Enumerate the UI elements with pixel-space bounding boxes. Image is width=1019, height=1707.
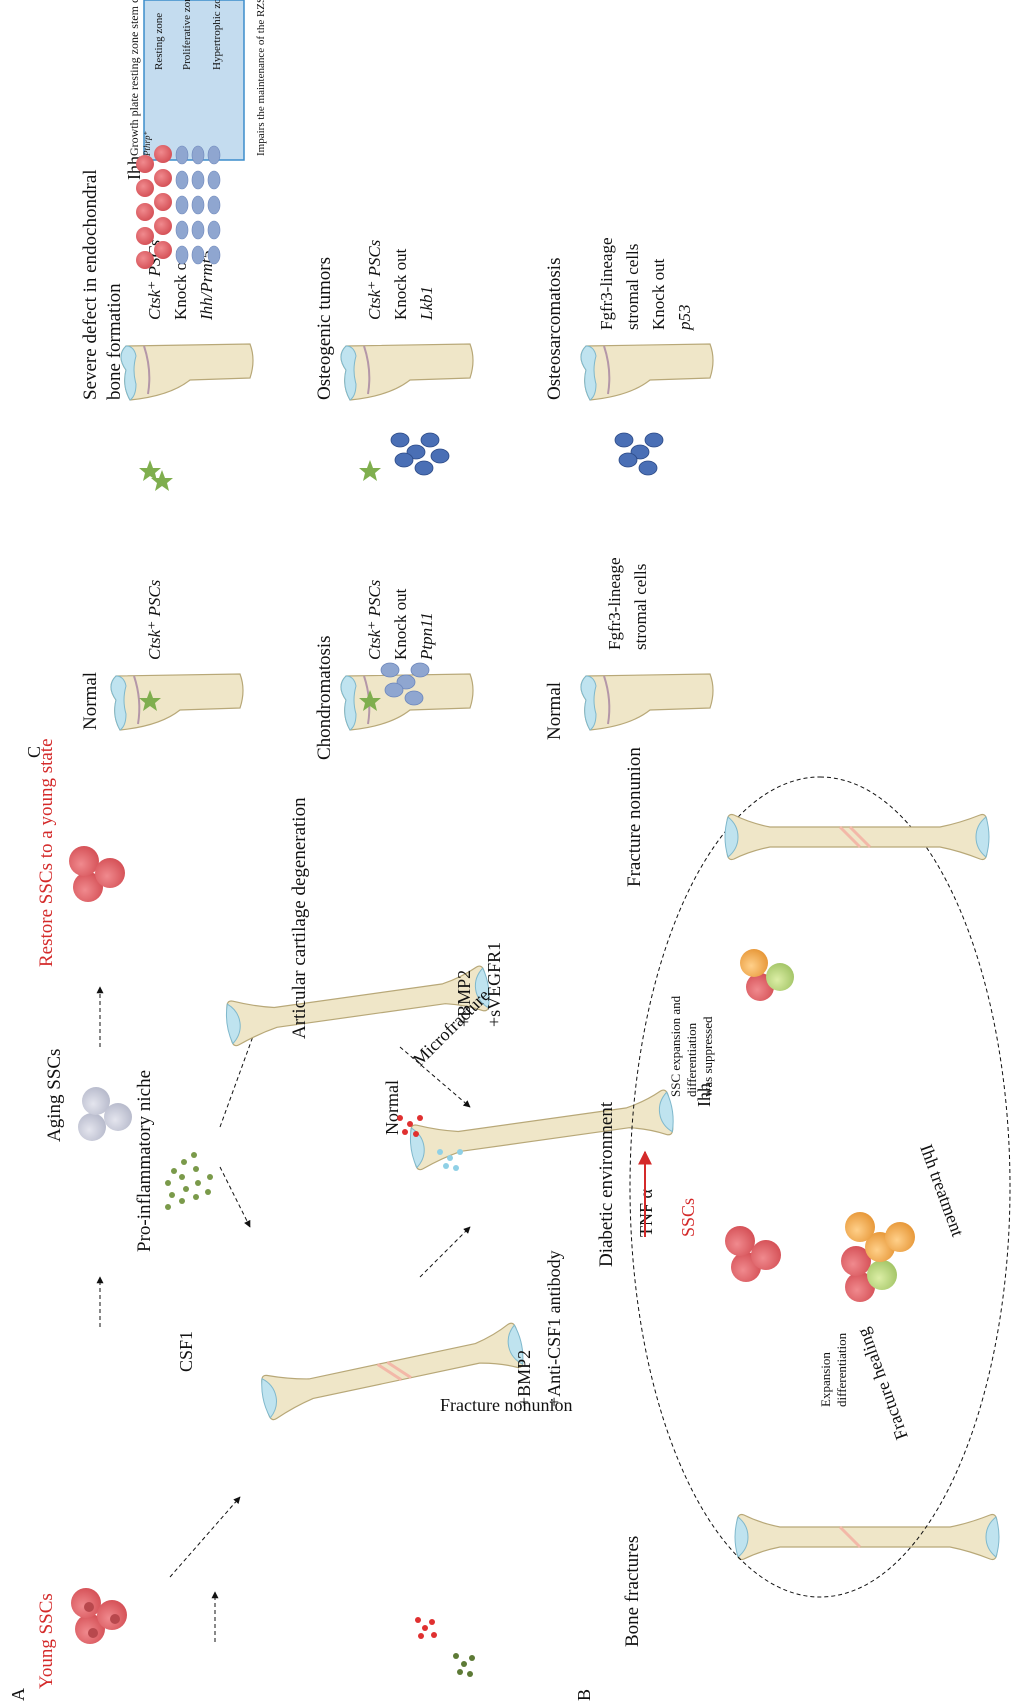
restore-label: Restore SSCs to a young state (36, 738, 57, 967)
anti-csf1-label: +Anti-CSF1 antibody (544, 1250, 564, 1407)
bone-fractures-label: Bone fractures (622, 1536, 643, 1647)
pro-inflammatory-label: Pro-inflammatory niche (134, 1070, 155, 1252)
severe-label-2: bone formation (104, 283, 125, 400)
p53-label: p53 (675, 305, 694, 332)
fracture-healing-label: Fracture healing (853, 1325, 912, 1442)
osteogenic-bone (341, 344, 473, 400)
bmp2-label-right: +BMP2 (454, 970, 474, 1027)
fracture-nonunion-label-b: Fracture nonunion (624, 747, 645, 887)
fracture-bone-right (725, 814, 989, 859)
arrow-nonunion-to-normal (420, 1227, 470, 1277)
normal-label-a: Normal (382, 1080, 402, 1135)
hypertrophic-zone-label: Hypertrophic zone (211, 0, 223, 70)
aging-ssc-cluster (78, 1087, 132, 1141)
ctsk-label-c1: Ctsk⁺ PSCs (145, 579, 164, 660)
rzsc-blue-cells (176, 146, 220, 264)
knockout-label-c6: Knock out (649, 258, 668, 330)
osteosarcoma-bone (581, 344, 713, 400)
ctsk-label-c4: Ctsk⁺ PSCs (365, 239, 384, 320)
suppressed-text-2: differentiation (684, 1022, 699, 1097)
pthrp-label: Pthrp⁺ (142, 130, 152, 157)
normal-label-c1: Normal (80, 672, 101, 730)
anti-csf1-green-dots (453, 1653, 475, 1677)
normal-label-c3: Normal (544, 682, 565, 740)
diabetic-label: Diabetic environment (596, 1101, 617, 1267)
panel-b-label: B (574, 1689, 594, 1701)
svegfr1-label: +sVEGFR1 (484, 942, 504, 1027)
expansion-text-1: Expansion (818, 1352, 833, 1407)
csf1-label: CSF1 (176, 1331, 196, 1372)
ptpn11-label: Ptpn11 (417, 612, 436, 661)
arrow-young-to-nonunion (170, 1497, 240, 1577)
fgfr3-label-c6-2: stromal cells (623, 244, 642, 330)
fgfr3-label-c5-2: stromal cells (631, 564, 650, 650)
proliferative-zone-label: Proliferative zone (181, 0, 193, 70)
osteogenic-label: Osteogenic tumors (314, 257, 335, 400)
ihh-treatment-label: Ihh treatment (916, 1142, 968, 1239)
young-sscs-label: Young SSCs (36, 1593, 57, 1689)
osteosarcomatosis-label: Osteosarcomatosis (544, 258, 565, 400)
impairs-label: Impairs the maintenance of the RZSCs (255, 0, 267, 156)
panel-b: B Bone fractures Diabetic environment TN… (574, 747, 1010, 1701)
lkb1-label: Lkb1 (417, 286, 436, 321)
sscs-cluster-b (725, 1226, 781, 1282)
normal-bone-c1 (111, 674, 243, 730)
panel-a: A Young SSCs Aging SSCs Restore SSCs to … (8, 738, 676, 1701)
normal-bone-c3 (581, 674, 713, 730)
resting-zone-label: Resting zone (153, 13, 165, 70)
knockout-label-c3: Knock out (391, 588, 410, 660)
rzsc-title: Growth plate resting zone stem cells (RZ… (127, 0, 141, 156)
csf1-dots (165, 1152, 213, 1210)
fgfr3-label-c6-1: Fgfr3-lineage (597, 237, 616, 330)
knockout-label-c4: Knock out (391, 248, 410, 320)
expansion-text-2: differentiation (834, 1332, 849, 1407)
fgfr3-label-c5-1: Fgfr3-lineage (605, 557, 624, 650)
young-ssc-cluster (71, 1588, 127, 1644)
bmp2-label-left: +BMP2 (514, 1350, 534, 1407)
articular-label: Articular cartilage degeneration (289, 797, 310, 1039)
healing-cell-cluster (841, 1212, 915, 1302)
aging-sscs-label: Aging SSCs (44, 1049, 65, 1142)
ctsk-label-c3: Ctsk⁺ PSCs (365, 579, 384, 660)
severe-label-1: Severe defect in endochondral (80, 169, 101, 400)
sscs-label-b: SSCs (678, 1198, 698, 1237)
panel-a-label: A (8, 1688, 28, 1701)
restored-ssc-cluster (69, 846, 125, 902)
suppressed-cell-cluster (740, 949, 794, 1001)
panel-c-label: C (24, 746, 44, 758)
chondromatosis-label: Chondromatosis (314, 635, 335, 760)
fracture-bone-left (735, 1514, 999, 1559)
panel-c: C Normal Ctsk⁺ PSCs Severe defect in end… (24, 0, 713, 760)
suppressed-text-1: SSC expansion and (668, 995, 683, 1097)
arrow-niche-to-nonunion (220, 1167, 250, 1227)
ctsk-green-stars (139, 460, 381, 711)
tumor-clusters (391, 433, 663, 475)
defect-bone (121, 344, 253, 400)
suppressed-text-3: was suppressed (700, 1016, 715, 1097)
diabetic-ellipse (630, 777, 1010, 1597)
